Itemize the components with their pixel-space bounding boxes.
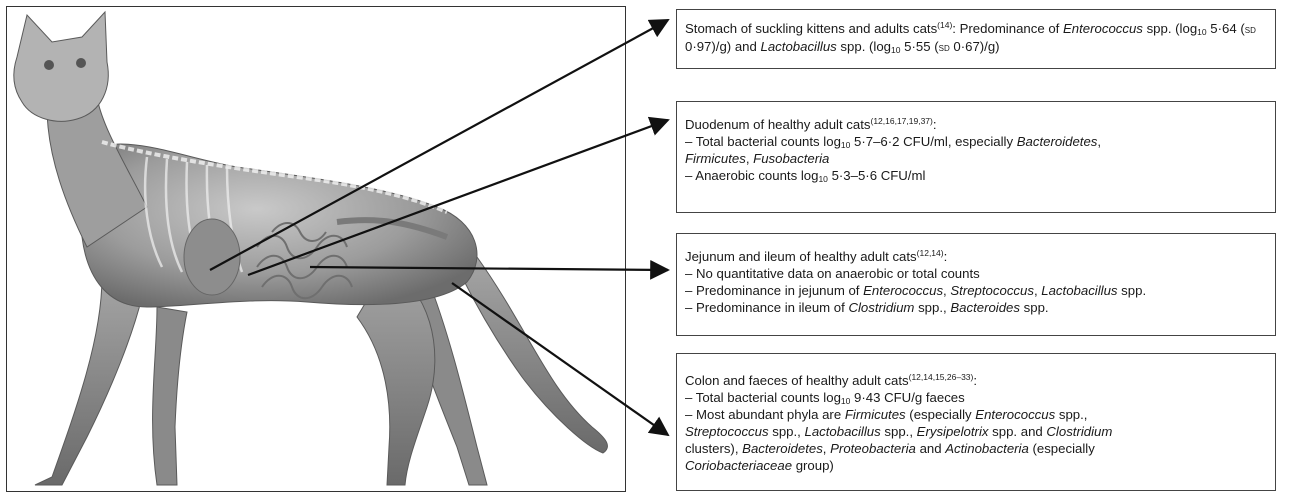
text-run: Firmicutes [685, 151, 746, 166]
text-run: Streptococcus [685, 424, 769, 439]
stomach-description-box: Stomach of suckling kittens and adults c… [676, 9, 1276, 69]
cat-eye-left [44, 60, 54, 70]
text-run: – Predominance in jejunum of [685, 283, 863, 298]
text-run: – No quantitative data on anaerobic or t… [685, 266, 980, 281]
text-run: 5·3–5·6 CFU/ml [828, 168, 925, 183]
text-run: – Anaerobic counts log [685, 168, 818, 183]
text-run: 5·55 ( [900, 39, 938, 54]
text-run: Erysipelotrix [917, 424, 989, 439]
text-run: Enterococcus [975, 407, 1055, 422]
text-run: Proteobacteria [830, 441, 916, 456]
text-run: (12,16,17,19,37) [870, 116, 932, 126]
text-run: (12,14,15,26–33) [909, 372, 974, 382]
colon-faeces-text: Colon and faeces of healthy adult cats(1… [685, 372, 1267, 474]
text-run: : [944, 249, 948, 264]
cat-anatomy-illustration [6, 6, 626, 492]
text-run: spp. (log [837, 39, 891, 54]
text-run: Coriobacteriaceae [685, 458, 792, 473]
colon-faeces-description-box: Colon and faeces of healthy adult cats(1… [676, 353, 1276, 491]
text-run: sd [1245, 22, 1256, 36]
text-run: Enterococcus [1063, 21, 1143, 36]
jejunum-ileum-description-box: Jejunum and ileum of healthy adult cats(… [676, 233, 1276, 336]
text-run: spp., [914, 300, 950, 315]
text-run: Colon and faeces of healthy adult cats [685, 373, 909, 388]
text-run: Lactobacillus [761, 39, 837, 54]
text-run: spp., [881, 424, 917, 439]
text-run: Streptococcus [950, 283, 1034, 298]
text-run: Clostridium [848, 300, 914, 315]
duodenum-description-box: Duodenum of healthy adult cats(12,16,17,… [676, 101, 1276, 213]
text-run: Bacteroidetes [1017, 134, 1098, 149]
text-run: Lactobacillus [1041, 283, 1117, 298]
text-run: Enterococcus [863, 283, 943, 298]
text-run: 10 [841, 396, 850, 406]
cat-eye-right [76, 58, 86, 68]
text-run: Clostridium [1046, 424, 1112, 439]
text-run: Bacteroidetes [742, 441, 823, 456]
text-run: Firmicutes [845, 407, 906, 422]
text-run: (14) [937, 20, 952, 30]
text-run: 0·97)/g) and [685, 39, 761, 54]
text-run: spp. (log [1143, 21, 1197, 36]
text-run: Jejunum and ileum of healthy adult cats [685, 249, 917, 264]
text-run: Actinobacteria [945, 441, 1029, 456]
text-run: 10 [841, 140, 850, 150]
text-run: 5·64 ( [1207, 21, 1245, 36]
cat-stomach-organ [184, 219, 240, 295]
text-run: : [933, 117, 937, 132]
text-run: Duodenum of healthy adult cats [685, 117, 870, 132]
text-run: Bacteroides [950, 300, 1020, 315]
text-run: spp., [769, 424, 805, 439]
text-run: and [916, 441, 945, 456]
cat-illustration-svg [7, 7, 625, 491]
cat-tail [462, 257, 607, 453]
text-run: spp. and [988, 424, 1046, 439]
text-run: (12,14) [917, 248, 944, 258]
text-run: : [973, 373, 977, 388]
text-run: , [1097, 134, 1101, 149]
text-run: 10 [818, 174, 827, 184]
text-run: (especially [1029, 441, 1095, 456]
text-run: spp. [1118, 283, 1147, 298]
text-run: clusters), [685, 441, 742, 456]
text-run: Lactobacillus [804, 424, 880, 439]
text-run: spp., [1055, 407, 1087, 422]
duodenum-text: Duodenum of healthy adult cats(12,16,17,… [685, 116, 1267, 184]
text-run: (especially [906, 407, 976, 422]
text-run: Fusobacteria [753, 151, 829, 166]
cat-front-leg-near [35, 277, 142, 485]
text-run: group) [792, 458, 834, 473]
text-run: sd [939, 40, 950, 54]
text-run: – Total bacterial counts log [685, 390, 841, 405]
text-run: – Total bacterial counts log [685, 134, 841, 149]
text-run: – Most abundant phyla are [685, 407, 845, 422]
text-run: 10 [1197, 27, 1206, 37]
cat-front-leg-far [153, 307, 187, 485]
jejunum-ileum-text: Jejunum and ileum of healthy adult cats(… [685, 248, 1267, 316]
text-run: 5·7–6·2 CFU/ml, especially [850, 134, 1016, 149]
stomach-text: Stomach of suckling kittens and adults c… [685, 20, 1267, 56]
text-run: Stomach of suckling kittens and adults c… [685, 21, 937, 36]
text-run: – Predominance in ileum of [685, 300, 848, 315]
text-run: spp. [1020, 300, 1049, 315]
cat-head [14, 12, 109, 121]
text-run: : Predominance of [952, 21, 1063, 36]
text-run: 0·67)/g) [950, 39, 1000, 54]
text-run: 9·43 CFU/g faeces [850, 390, 964, 405]
